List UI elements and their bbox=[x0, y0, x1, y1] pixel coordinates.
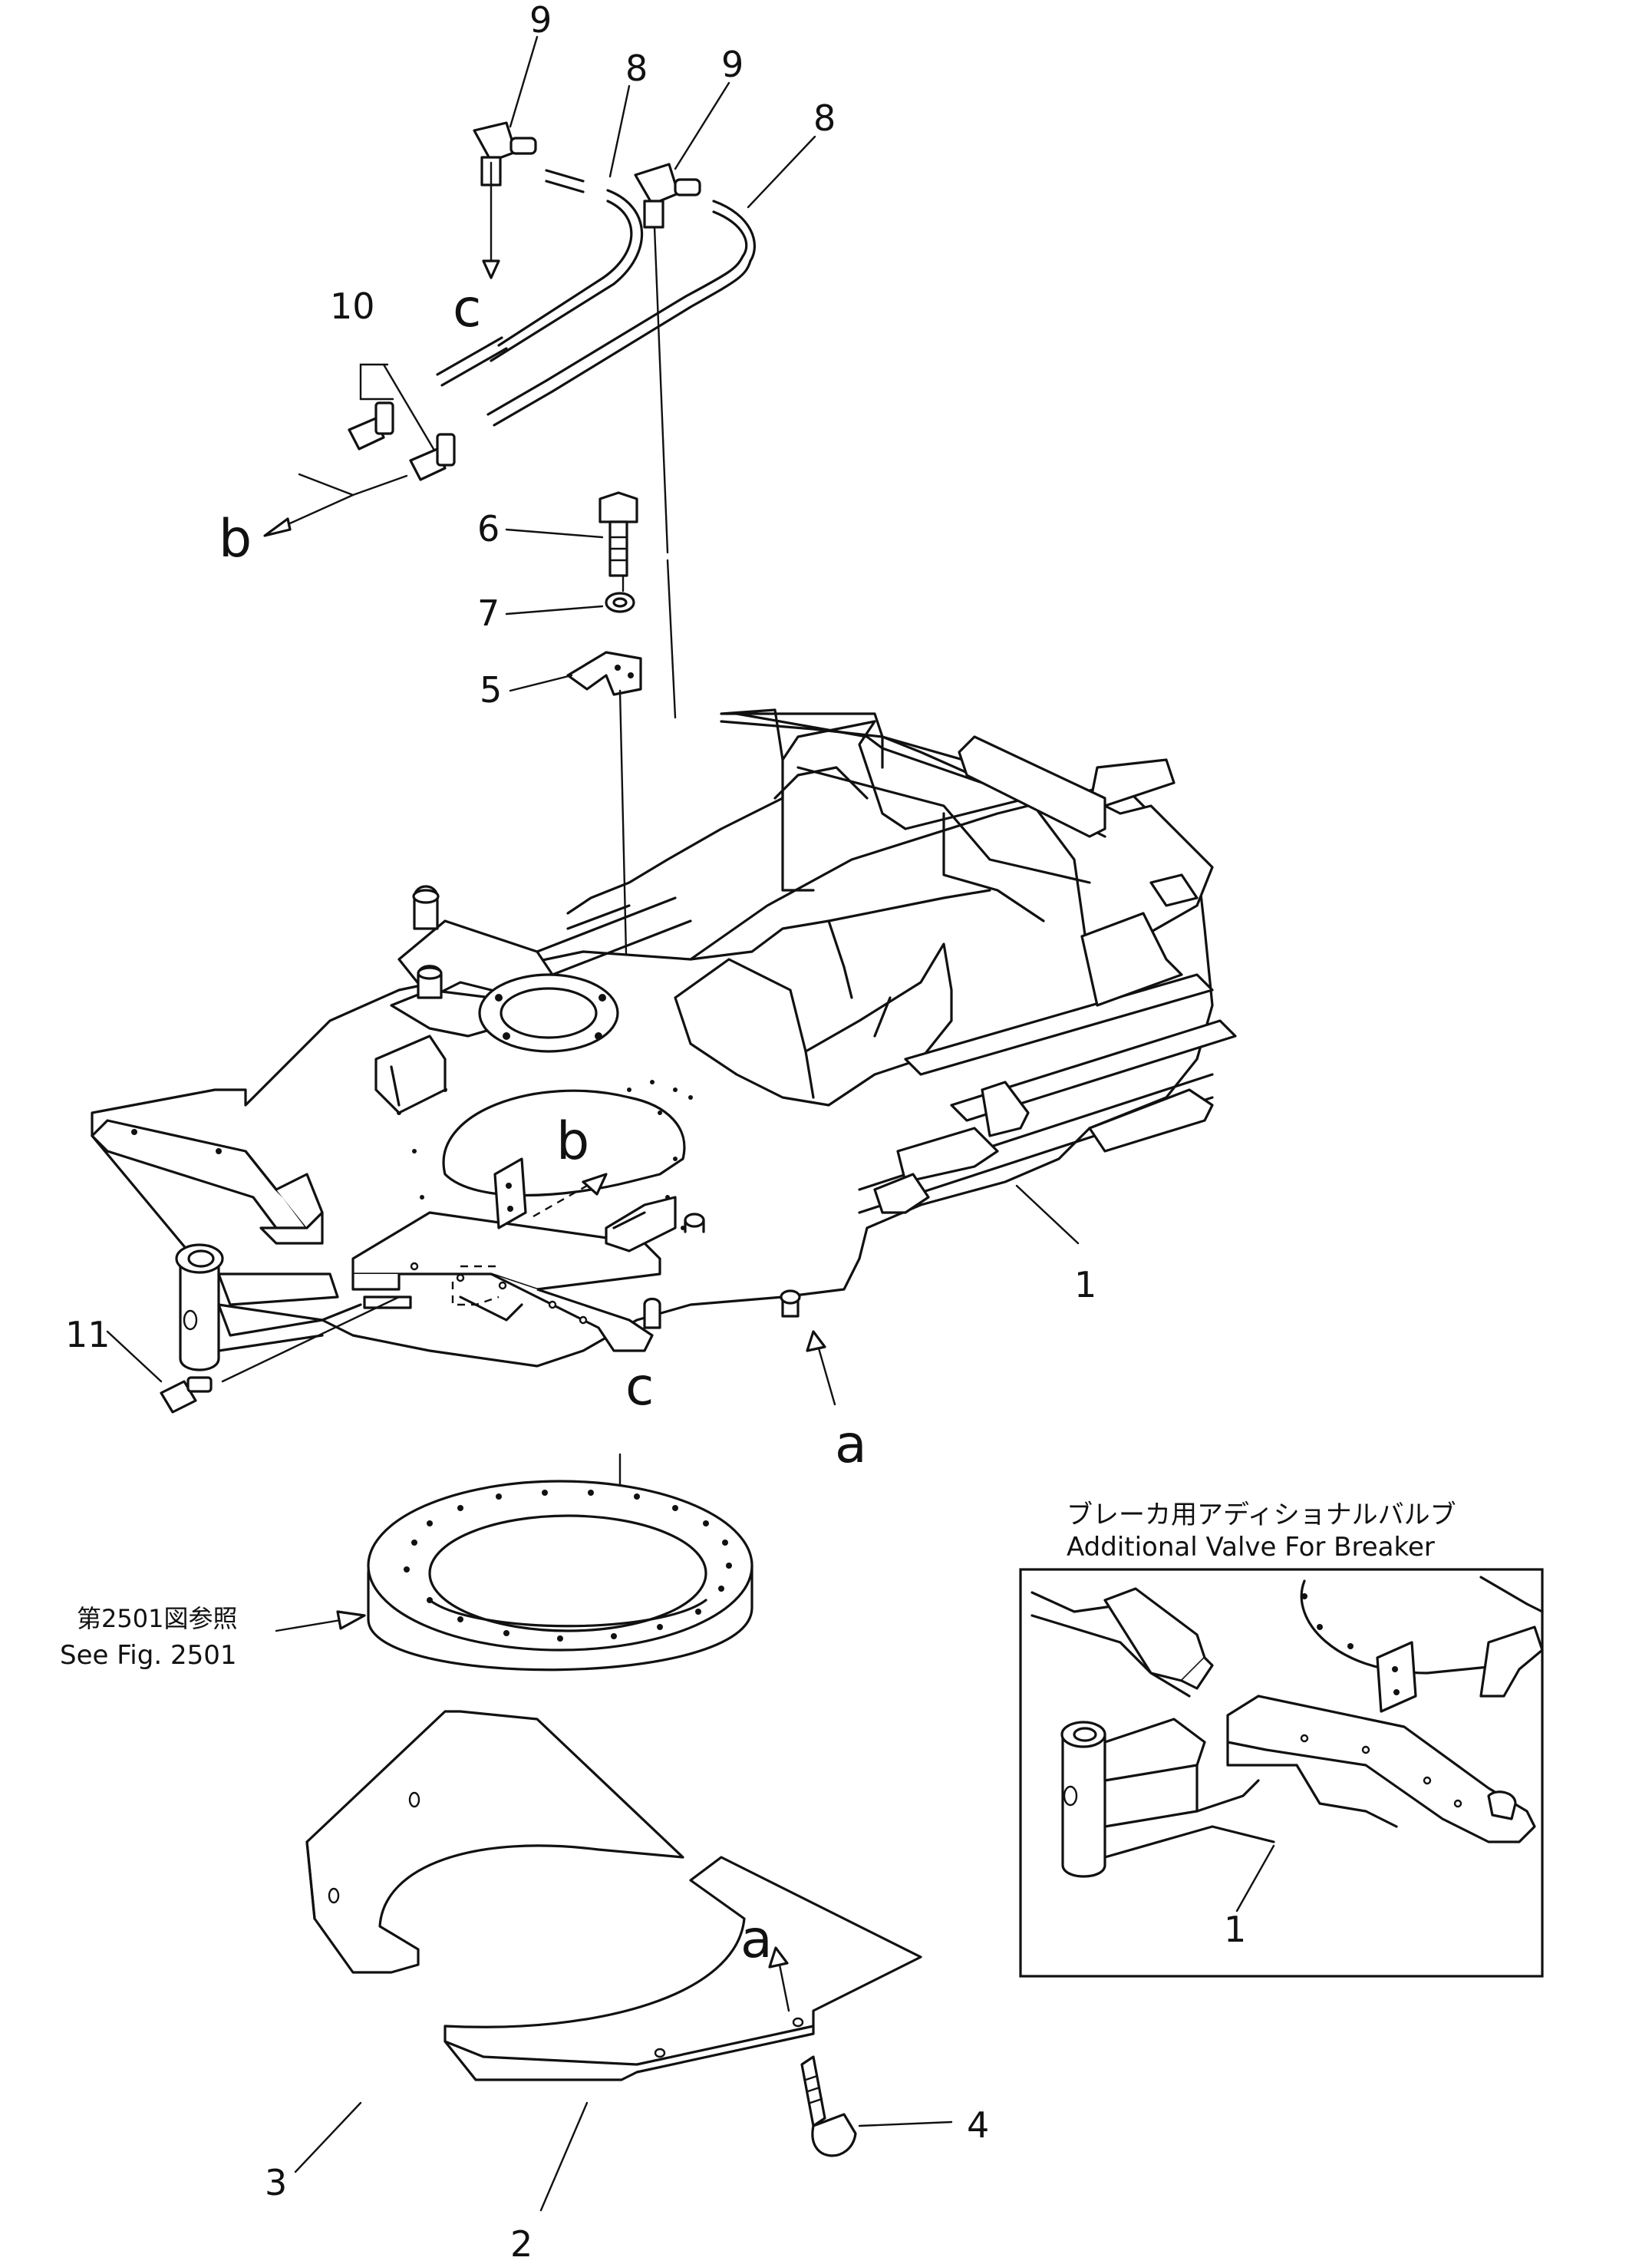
label-part-6: 6 bbox=[477, 508, 500, 549]
label-part-9b: 9 bbox=[721, 44, 744, 85]
connection-b-left: b bbox=[219, 509, 252, 569]
label-part-10: 10 bbox=[330, 285, 375, 327]
label-part-3: 3 bbox=[265, 2162, 287, 2203]
hose-left bbox=[436, 169, 644, 387]
reference-en: See Fig. 2501 bbox=[60, 1640, 236, 1671]
cover-bolt bbox=[800, 2055, 857, 2157]
connection-c-mid: c bbox=[625, 1357, 654, 1417]
plate bbox=[566, 651, 642, 696]
inset-title-en: Additional Valve For Breaker bbox=[1067, 1532, 1435, 1563]
label-part-1: 1 bbox=[1074, 1264, 1096, 1305]
connection-b-center: b bbox=[556, 1111, 589, 1172]
label-part-1-inset: 1 bbox=[1224, 1909, 1246, 1950]
inset-breaker-valve bbox=[1019, 1568, 1544, 1978]
washer bbox=[605, 592, 635, 613]
ring-holes bbox=[404, 1490, 732, 1642]
bolt bbox=[598, 491, 638, 577]
label-part-8b: 8 bbox=[813, 97, 836, 139]
label-part-4: 4 bbox=[967, 2104, 989, 2146]
label-part-9a: 9 bbox=[529, 0, 552, 41]
under-cover-right bbox=[444, 1856, 922, 2081]
under-cover-left bbox=[305, 1710, 684, 1974]
connection-a-bottom: a bbox=[740, 1909, 773, 1970]
hose-right bbox=[486, 200, 757, 427]
grease-fitting bbox=[160, 1376, 213, 1414]
label-part-7: 7 bbox=[477, 592, 500, 634]
elbow-fitting-right bbox=[634, 163, 701, 229]
label-part-5: 5 bbox=[480, 669, 502, 711]
connection-a-top: a bbox=[835, 1414, 867, 1475]
revolving-frame bbox=[91, 708, 1237, 1371]
label-part-2: 2 bbox=[510, 2223, 533, 2264]
label-part-8a: 8 bbox=[625, 48, 648, 89]
reference-jp: 第2501図参照 bbox=[77, 1604, 237, 1633]
inset-title-jp: ブレーカ用アディショナルバルブ bbox=[1067, 1500, 1456, 1530]
valve-pair bbox=[348, 401, 456, 481]
connection-c-top: c bbox=[453, 279, 481, 339]
swing-circle bbox=[367, 1480, 753, 1672]
label-part-11: 11 bbox=[65, 1314, 110, 1355]
elbow-fitting-left bbox=[473, 121, 537, 186]
